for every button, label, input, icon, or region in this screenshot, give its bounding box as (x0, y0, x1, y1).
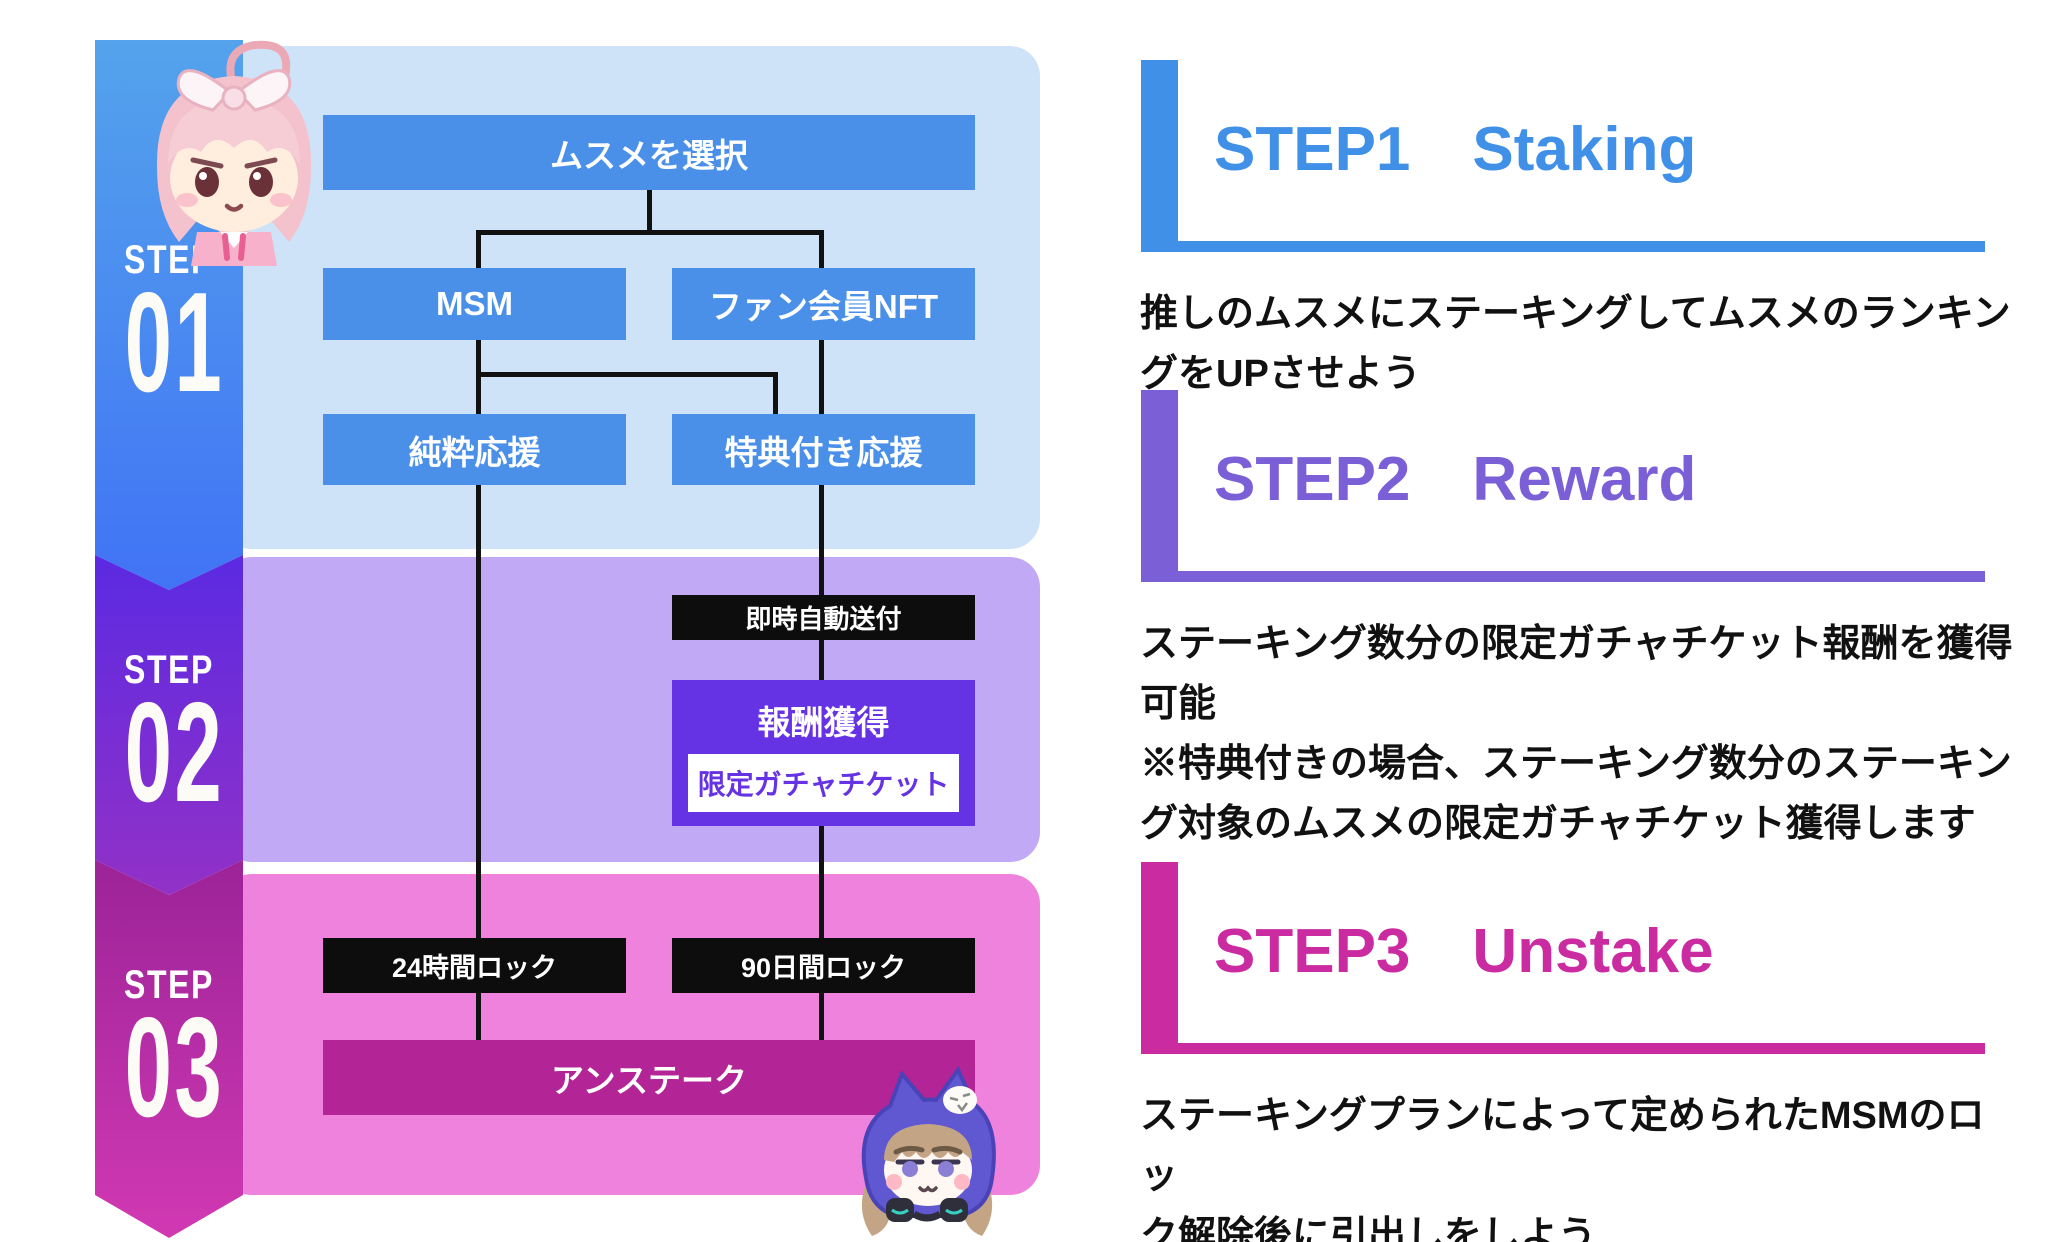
ribbon-step2 (95, 555, 243, 895)
step1-accent-bar (1141, 60, 1178, 252)
step2-underline (1178, 571, 1985, 582)
connector-junction1 (476, 230, 824, 235)
step3-underline (1178, 1043, 1985, 1054)
connector-send-reward (819, 640, 824, 680)
step1-description: 推しのムスメにステーキングしてムスメのランキン グをUPさせよう (1140, 293, 2011, 395)
node-reward-get: 報酬獲得 限定ガチャチケット (672, 680, 975, 826)
mascot-pink-girl-illustration (156, 40, 312, 266)
step3-word: STEP (124, 963, 214, 1007)
reward-get-label: 報酬獲得 (757, 704, 890, 741)
step2-word: STEP (124, 648, 214, 692)
step3-number: 03 (124, 988, 225, 1147)
connector-lock90-unstake (819, 993, 824, 1040)
step3-heading: STEP3 Unstake (1214, 917, 1714, 986)
mascot-hooded-girl-illustration (861, 1066, 996, 1236)
node-instant-auto-send: 即時自動送付 (672, 595, 975, 640)
step3-accent-bar (1141, 862, 1178, 1054)
node-select-musume: ムスメを選択 (323, 115, 975, 190)
step2-number: 02 (124, 673, 225, 832)
connector-to-nft (819, 230, 824, 268)
node-unstake: アンステーク (323, 1040, 975, 1115)
node-benefit-support: 特典付き応援 (672, 414, 975, 485)
step2-heading: STEP2 Reward (1214, 445, 1697, 514)
node-limited-gacha-ticket: 限定ガチャチケット (688, 754, 959, 812)
step3-description: ステーキングプランによって定められたMSMのロッ ク解除後に引出しをしよう (1140, 1095, 1985, 1242)
connector-benefit-down (819, 485, 824, 595)
node-fan-nft: ファン会員NFT (672, 268, 975, 340)
step1-number: 01 (124, 263, 225, 422)
step2-description: ステーキング数分の限定ガチャチケット報酬を獲得 可能 ※特典付きの場合、ステーキ… (1140, 623, 2013, 845)
node-lock-24h: 24時間ロック (323, 938, 626, 993)
connector-nft-down (819, 340, 824, 414)
connector-pure-down (476, 485, 481, 938)
node-pure-support: 純粋応援 (323, 414, 626, 485)
node-lock-90d: 90日間ロック (672, 938, 975, 993)
connector-reward-down (819, 826, 824, 938)
ribbon-step3 (95, 860, 243, 1238)
connector-msm-down (476, 340, 481, 414)
node-msm: MSM (323, 268, 626, 340)
connector-select-down (647, 190, 652, 230)
step1-heading: STEP1 Staking (1214, 115, 1697, 184)
step2-accent-bar (1141, 390, 1178, 582)
connector-lock24-unstake (476, 993, 481, 1040)
connector-to-benefit (773, 372, 778, 414)
connector-to-msm (476, 230, 481, 268)
step1-underline (1178, 241, 1985, 252)
connector-junction2 (476, 372, 778, 377)
